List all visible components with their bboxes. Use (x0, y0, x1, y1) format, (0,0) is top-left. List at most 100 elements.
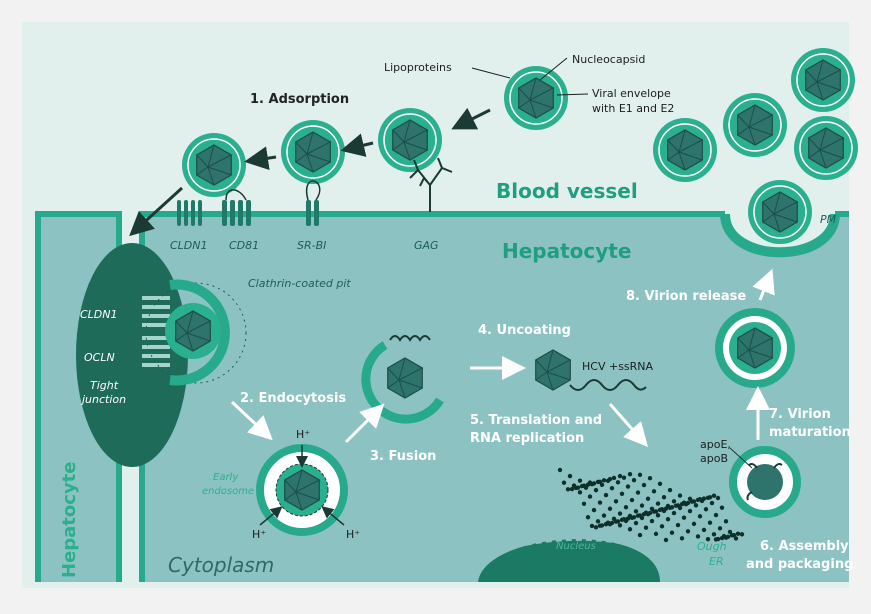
step-7-label-2: maturation (769, 425, 851, 440)
er-ribosome (619, 491, 625, 496)
er-ribosome (607, 522, 613, 527)
cd81-label: CD81 (229, 239, 259, 252)
er-ribosome (613, 519, 619, 524)
er-ribosome (659, 524, 665, 529)
er-ribosome (645, 512, 651, 517)
er-ribosome (693, 503, 699, 508)
er-ribosome (617, 511, 623, 516)
er-ribosome (665, 517, 671, 522)
er-ribosome (699, 498, 705, 504)
adsorbing-virion (182, 133, 246, 197)
er-ribosome (671, 510, 677, 516)
er-ribosome (601, 478, 607, 483)
er-ribosome (667, 487, 673, 493)
er-ribosome (631, 477, 637, 483)
er-ribosome (685, 529, 691, 534)
er-ribosome (633, 509, 639, 514)
main-hepatocyte (142, 214, 849, 582)
cytoplasm-label: Cytoplasm (168, 553, 274, 577)
er-ribosome (625, 484, 631, 489)
er-ribosome (611, 475, 617, 481)
lipoproteins-label: Lipoproteins (384, 61, 452, 74)
nucleus (478, 539, 660, 582)
apoe-label: apoE, (700, 438, 731, 451)
er-ribosome (617, 523, 623, 528)
er-ribosome (619, 517, 625, 523)
er-ribosome (599, 482, 605, 488)
er-ribosome (597, 500, 603, 505)
er-ribosome (639, 503, 645, 508)
er-ribosome (627, 527, 633, 532)
er-ribosome (601, 513, 607, 518)
er-ribosome (605, 478, 611, 483)
cd81-receptor (222, 189, 251, 226)
step-5-label-2: RNA replication (470, 431, 584, 446)
er-ribosome (663, 537, 669, 543)
er-ribosome (597, 523, 603, 528)
tight-label: Tight (90, 379, 119, 392)
er-ribosome (595, 519, 601, 524)
er-ribosome (641, 482, 647, 488)
gag-label: GAG (414, 239, 439, 252)
er-ribosome (589, 482, 595, 487)
er-ribosome (613, 499, 619, 504)
er-ribosome (661, 495, 667, 500)
early-endosome-label: Early (213, 472, 239, 483)
er-ribosome (581, 501, 587, 506)
er-ribosome (577, 490, 583, 495)
clathrin-pit-label: Clathrin-coated pit (248, 277, 351, 290)
nucleus-label: Nucleus (556, 541, 596, 552)
er-ribosome (651, 489, 657, 494)
er-ribosome (655, 501, 661, 506)
er-ribosome (593, 525, 599, 530)
hplus-left: H⁺ (252, 528, 266, 541)
er-ribosome (587, 494, 593, 499)
step-7-label: 7. Virion (769, 407, 831, 422)
er-ribosome (653, 531, 659, 537)
step-5-label: 5. Translation and (470, 413, 602, 428)
arrow (230, 400, 273, 441)
er-ribosome (691, 521, 697, 527)
er-ribosome (595, 479, 601, 485)
er-label: Ough (697, 540, 727, 553)
step-6-label-2: and packaging (746, 557, 853, 572)
er-ribosome (647, 476, 653, 481)
er-ribosome (585, 515, 591, 520)
clathrin-coated-pit (145, 279, 247, 386)
er-ribosome (733, 536, 739, 541)
free-virion (504, 66, 568, 130)
er-ribosome (579, 483, 585, 489)
er-ribosome (673, 503, 679, 508)
er-ribosome (713, 512, 719, 518)
er-ribosome (591, 507, 597, 513)
er-ribosome (603, 492, 609, 498)
er-ribosome (635, 513, 641, 518)
arrow (451, 107, 491, 130)
er-ribosome (583, 485, 589, 490)
gag-structure (409, 157, 453, 212)
step-6-label: 6. Assembly (760, 539, 849, 554)
er-ribosome (695, 534, 701, 539)
er-ribosome (689, 499, 695, 504)
er-ribosome (709, 500, 715, 506)
er-ribosome (701, 527, 707, 533)
er-ribosome (617, 473, 623, 479)
er-ribosome (607, 506, 613, 511)
er-ribosome (657, 507, 663, 513)
er-ribosome (711, 493, 717, 498)
leader-line (471, 67, 511, 79)
er-ribosome (639, 515, 645, 521)
maturing-virion (715, 308, 795, 388)
er-ribosome (697, 514, 703, 519)
er-ribosome (641, 512, 647, 517)
er-ribosome (677, 505, 683, 511)
er-ribosome (655, 513, 661, 518)
rough-er (557, 467, 745, 543)
er-ribosome (561, 480, 567, 485)
junction-label: junction (80, 393, 126, 406)
leader-line (539, 57, 568, 81)
er-ribosome (643, 525, 649, 530)
hepatocyte-label: Hepatocyte (502, 239, 631, 263)
